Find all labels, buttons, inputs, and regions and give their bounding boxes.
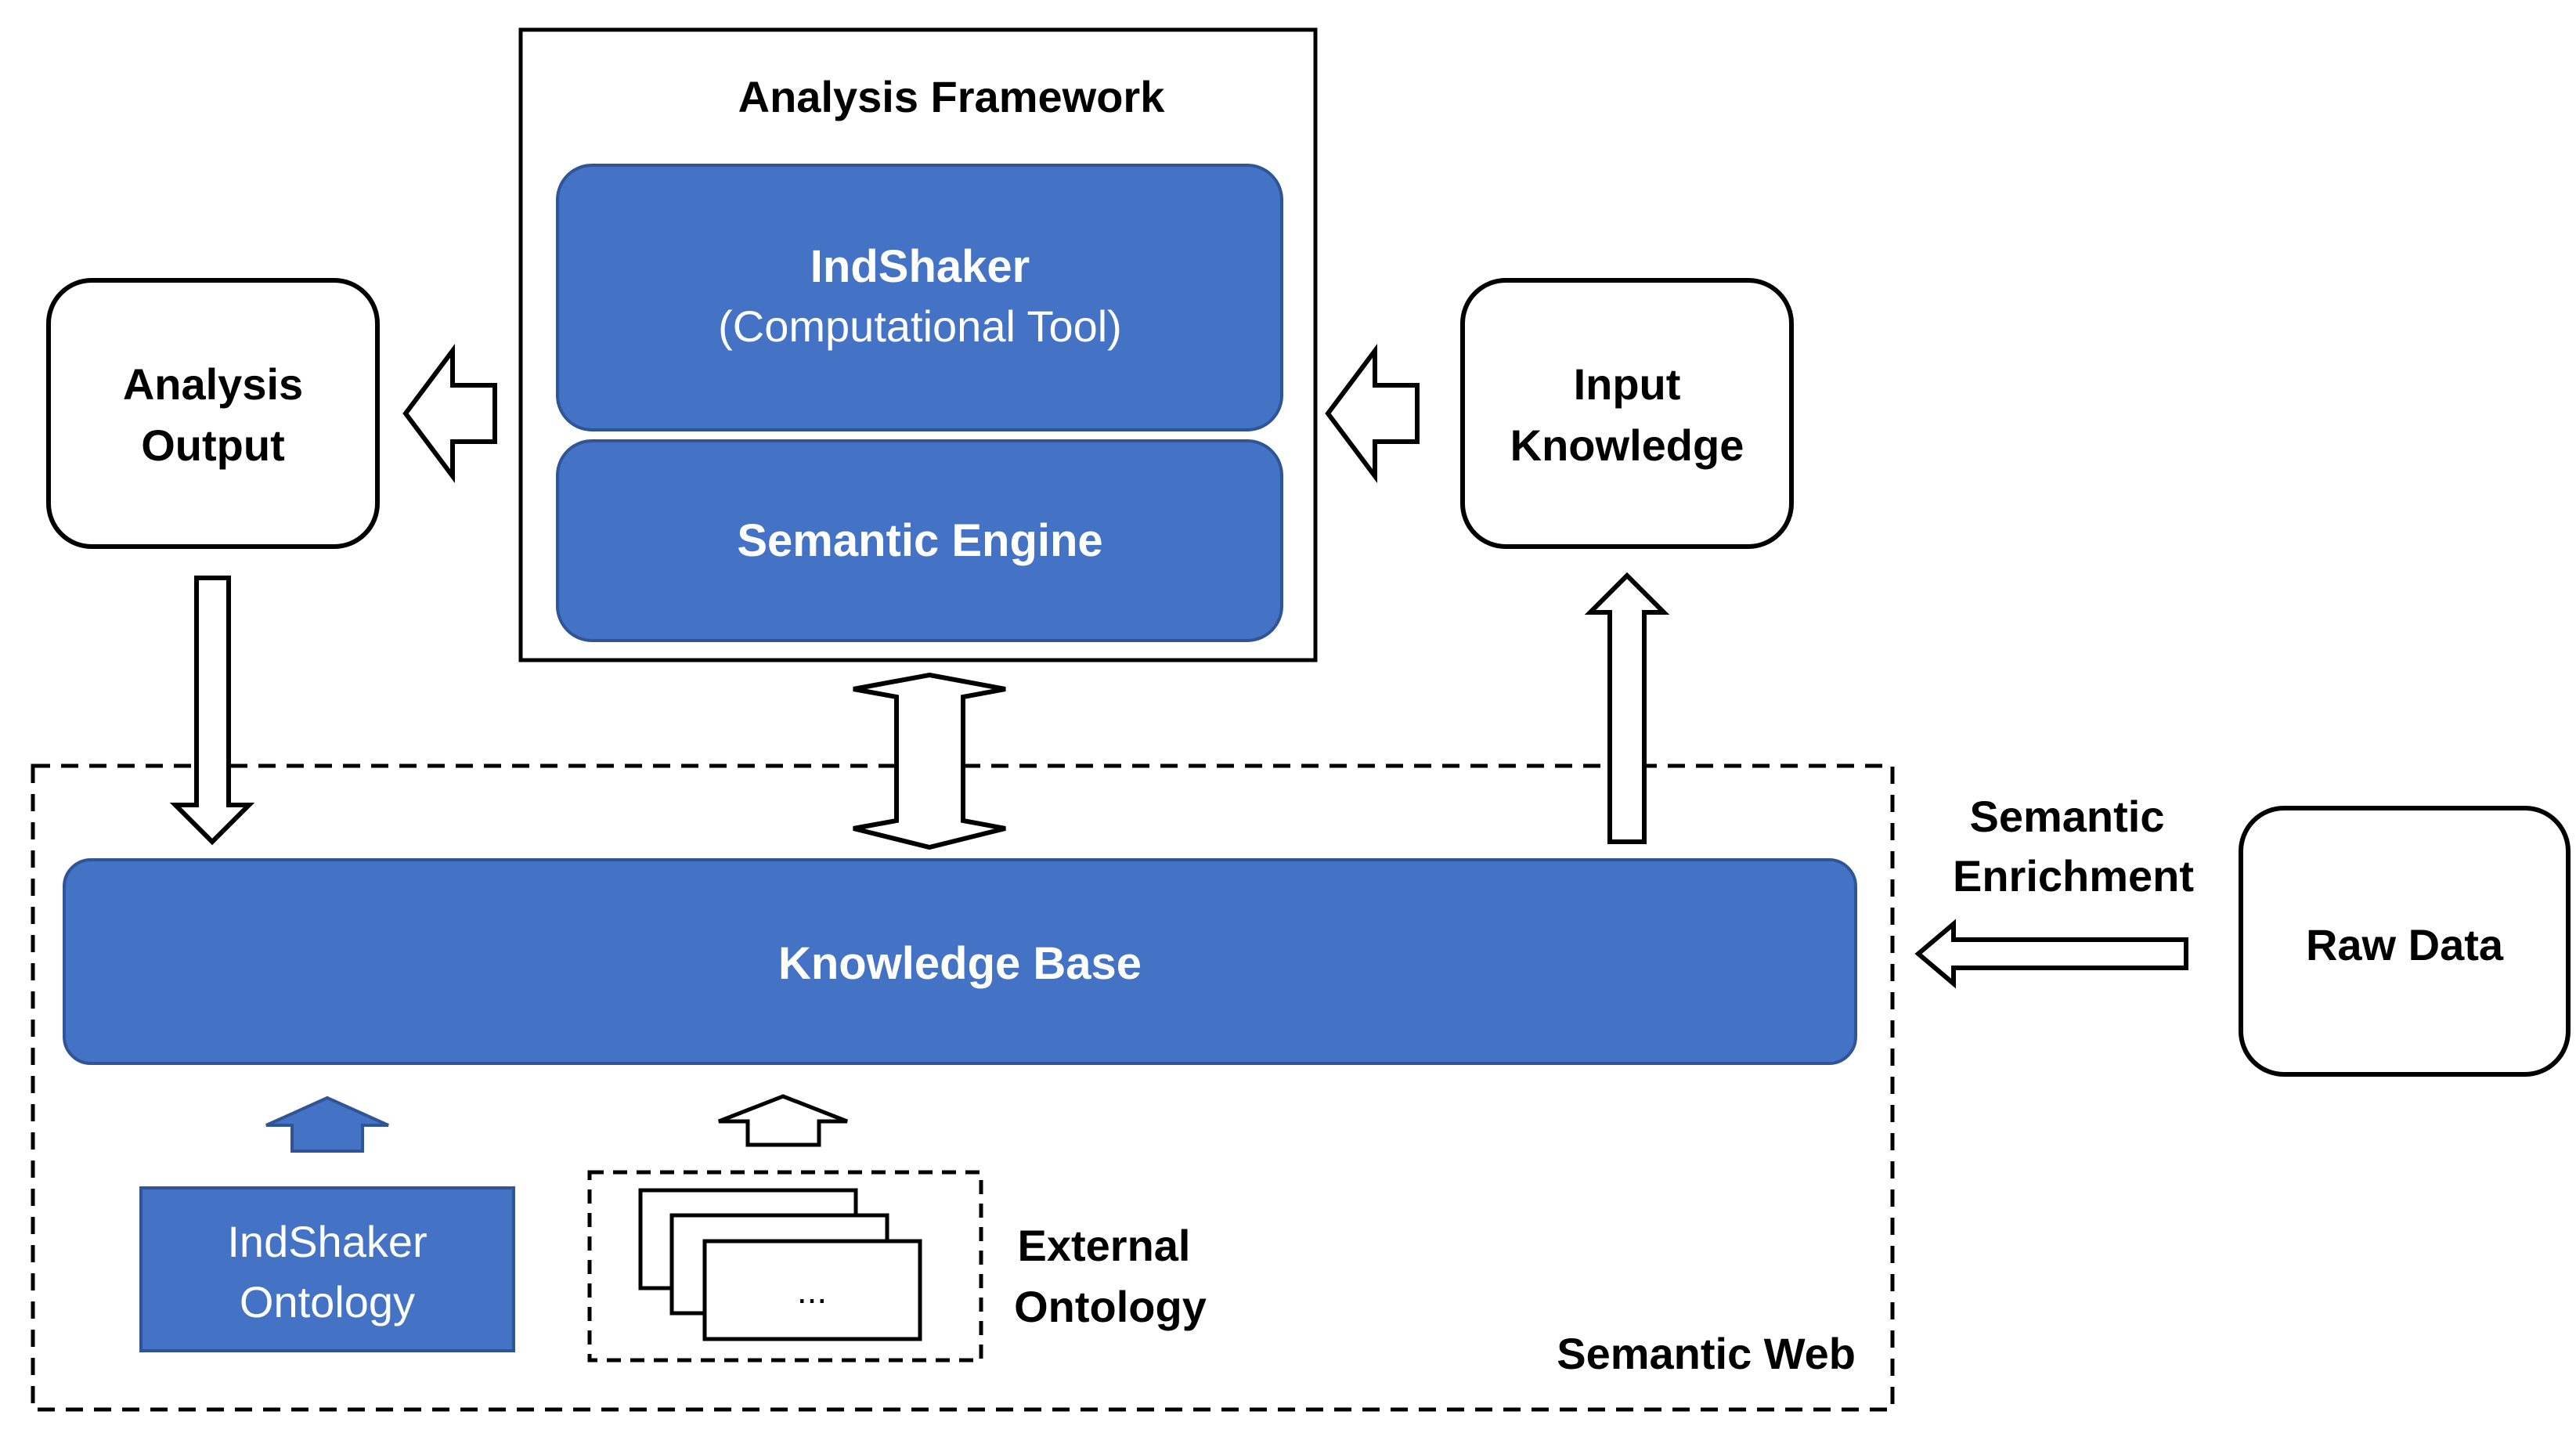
external-ontology-group: [587, 1170, 983, 1363]
ontology-document-front: [702, 1239, 922, 1341]
raw-data-label: Raw Data: [2306, 920, 2504, 969]
knowledge-base-label: Knowledge Base: [778, 938, 1142, 989]
raw-data-box: [2239, 806, 2571, 1077]
arrow-external-ontology-up: [718, 1094, 848, 1147]
input-knowledge-line1: Input: [1574, 359, 1681, 409]
semantic-enrichment-line2: Enrichment: [1953, 851, 2194, 901]
semantic-web-container: [31, 763, 1895, 1412]
indshaker-tool-block: [556, 164, 1283, 431]
indshaker-tool-name: IndShaker: [810, 241, 1030, 292]
arrow-output-to-knowledge-base: [169, 576, 255, 846]
semantic-enrichment-line1: Semantic: [1970, 792, 2165, 841]
analysis-output-line1: Analysis: [123, 359, 303, 409]
indshaker-ontology-line2: Ontology: [240, 1277, 415, 1327]
ontology-document-ellipsis: ...: [797, 1270, 827, 1311]
arrow-to-analysis-output: [402, 344, 497, 483]
analysis-output-box: [46, 278, 380, 549]
arrow-to-analysis-framework: [1325, 344, 1420, 483]
indshaker-ontology-line1: IndShaker: [227, 1217, 427, 1266]
indshaker-ontology-box: [139, 1186, 515, 1352]
semantic-engine-block: [556, 439, 1283, 642]
indshaker-tool-subtitle: (Computational Tool): [718, 301, 1122, 351]
knowledge-base-bar: [63, 858, 1857, 1065]
input-knowledge-line2: Knowledge: [1510, 421, 1744, 470]
arrow-semantic-enrichment: [1914, 919, 2188, 989]
arrow-knowledge-base-to-input: [1584, 572, 1670, 844]
semantic-web-label: Semantic Web: [1557, 1329, 1856, 1378]
analysis-framework-title: Analysis Framework: [738, 72, 1166, 121]
input-knowledge-box: [1460, 278, 1794, 549]
arrow-indshaker-ontology-up: [265, 1096, 389, 1153]
arrow-framework-knowledge-base-bidirectional: [853, 672, 1006, 850]
external-ontology-line2: Ontology: [1014, 1282, 1207, 1331]
semantic-engine-label: Semantic Engine: [737, 515, 1102, 566]
analysis-output-line2: Output: [141, 421, 284, 470]
external-ontology-line1: External: [1018, 1221, 1191, 1270]
